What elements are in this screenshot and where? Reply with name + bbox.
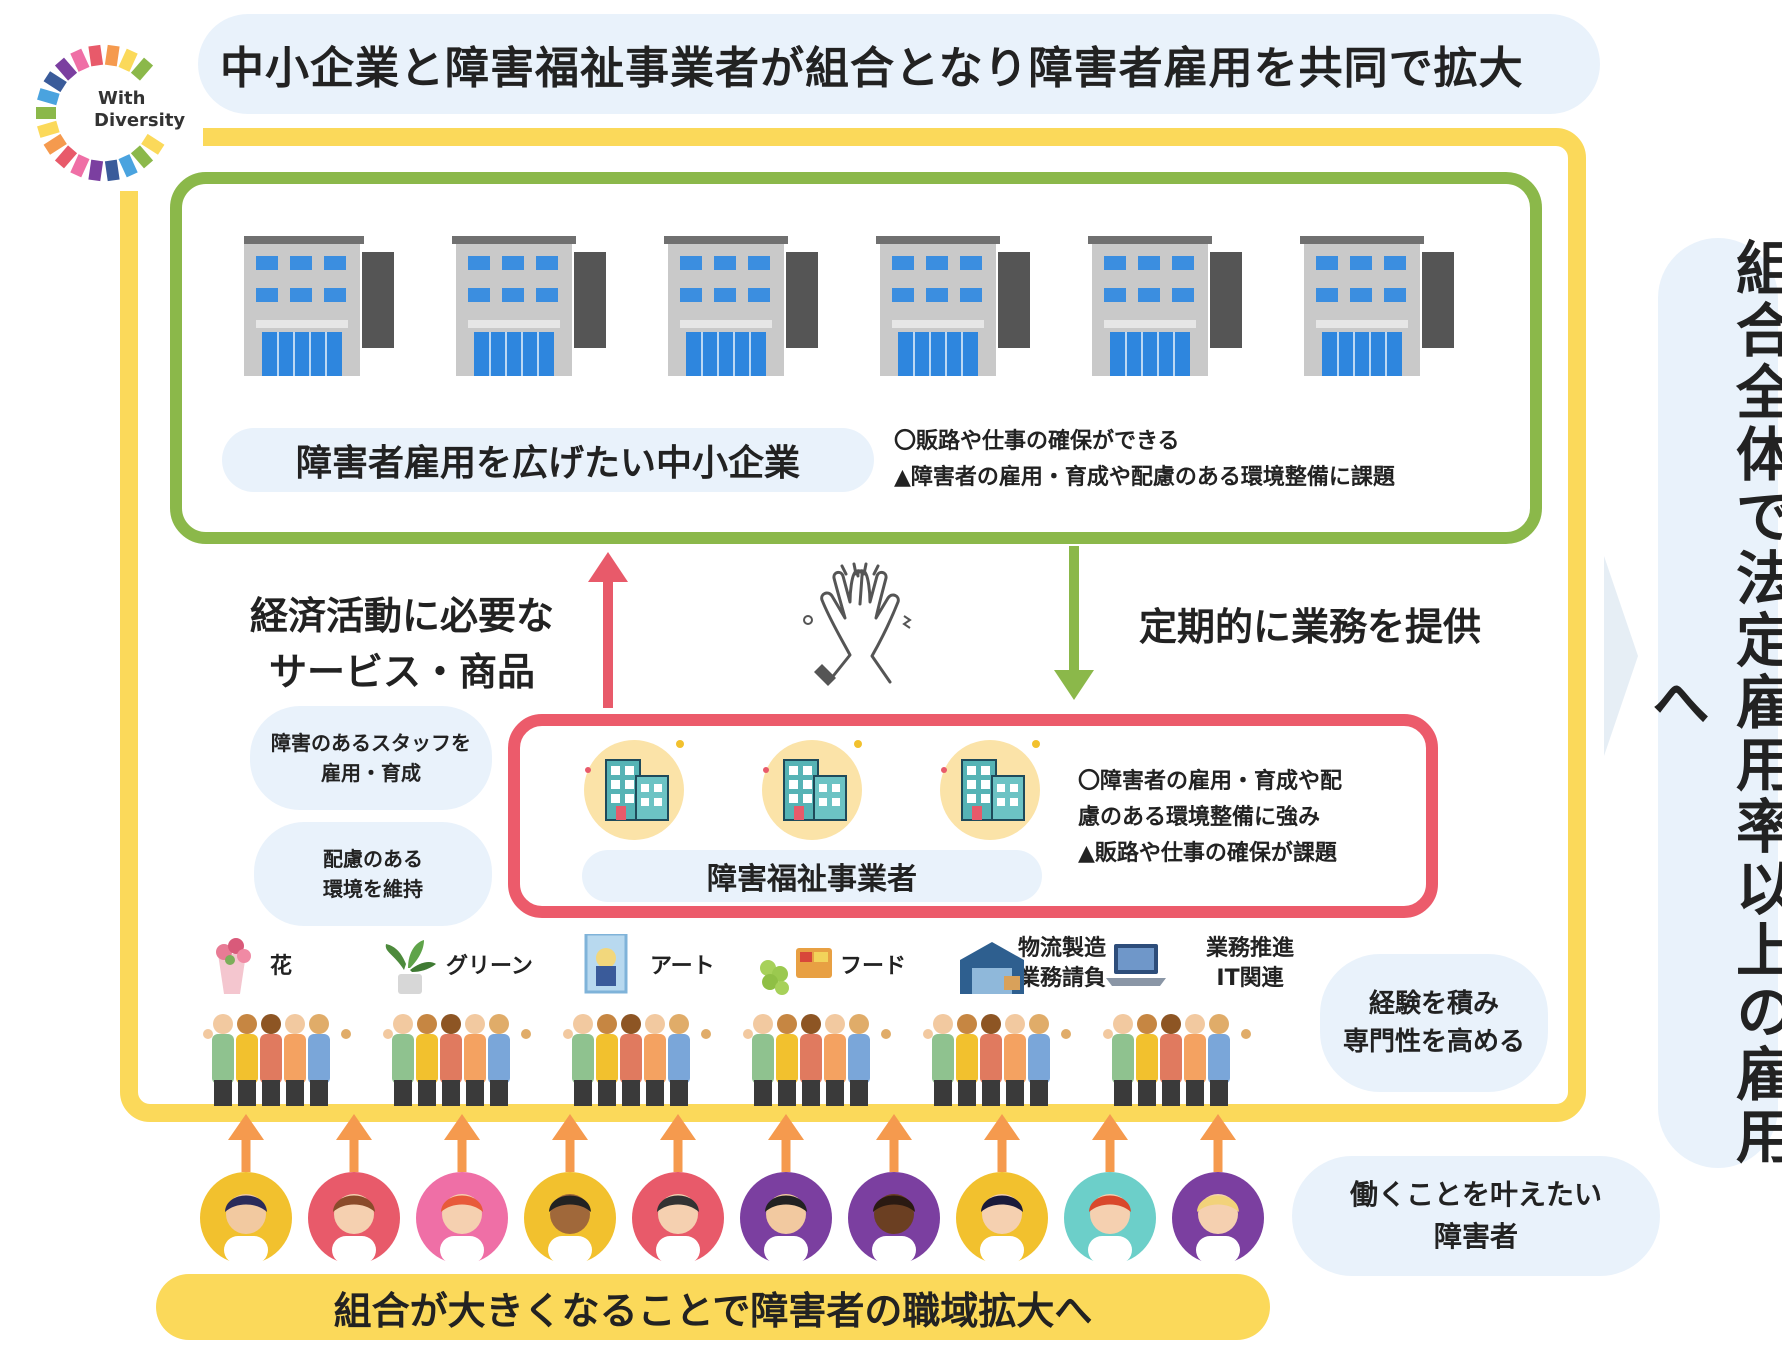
category-art: アート — [650, 954, 715, 979]
welfare-notes: 〇障害者の雇用・育成や配 慮のある環境整備に強み ▲販路や仕事の確保が課題 — [1078, 764, 1418, 872]
laptop-icon — [1106, 944, 1166, 986]
workers-line1: 働くことを叶えたい — [1349, 1178, 1602, 1211]
staff-group-icon — [743, 1014, 891, 1106]
staff-group-icon — [383, 1014, 531, 1106]
logo-segment — [43, 133, 67, 155]
worker-avatar — [416, 1114, 508, 1264]
worker-avatar — [524, 1114, 616, 1264]
services-line2: サービス・商品 — [268, 650, 535, 694]
logo-segment — [130, 57, 154, 81]
logo-segment — [36, 107, 56, 119]
logo-segment — [37, 88, 60, 106]
side-pill-environment: 配慮のある 環境を維持 — [254, 822, 492, 926]
welfare-note-3: ▲販路や仕事の確保が課題 — [1078, 841, 1337, 866]
logo-segment — [130, 145, 154, 169]
worker-avatar — [200, 1114, 292, 1264]
office-building-icon — [240, 236, 394, 376]
sme-notes: 〇販路や仕事の確保ができる ▲障害者の雇用・育成や配慮のある環境整備に課題 — [894, 424, 1534, 496]
workers-pill: 働くことを叶えたい 障害者 — [1292, 1156, 1660, 1276]
logo-segment — [141, 133, 165, 155]
category-flower: 花 — [270, 954, 293, 979]
office-building-icon — [664, 236, 818, 376]
art-frame-icon — [584, 934, 628, 994]
logo-segment — [118, 48, 138, 72]
worker-avatar — [848, 1114, 940, 1264]
welfare-note-1: 〇障害者の雇用・育成や配 — [1078, 769, 1343, 794]
side-pill-employ-line2: 雇用・育成 — [321, 761, 421, 785]
food-icon — [760, 948, 832, 995]
worker-avatar — [308, 1114, 400, 1264]
logo-segment — [88, 159, 104, 182]
logo-text-with: With — [98, 88, 146, 109]
logo-ring-icon — [36, 44, 165, 182]
logo-segment — [118, 154, 138, 178]
logo-segment — [43, 71, 67, 93]
logo-segment — [104, 44, 120, 67]
office-building-icon — [1300, 236, 1454, 376]
logo-segment — [54, 145, 78, 169]
side-pill-employ-staff: 障害のあるスタッフを 雇用・育成 — [250, 706, 492, 810]
with-diversity-logo: With Diversity — [34, 38, 204, 188]
up-arrow-icon — [588, 552, 628, 708]
logo-segment — [37, 120, 60, 138]
welfare-label: 障害福祉事業者 — [582, 850, 1042, 902]
category-food: フード — [840, 954, 907, 979]
sme-note-issue: ▲障害者の雇用・育成や配慮のある環境整備に課題 — [894, 465, 1395, 490]
workers-line2: 障害者 — [1433, 1220, 1518, 1253]
experience-line1: 経験を積み — [1368, 989, 1499, 1019]
office-building-icon — [1088, 236, 1242, 376]
disabled-workers-avatars — [200, 1114, 1264, 1264]
category-logistics: 物流製造 業務請負 — [1018, 936, 1107, 991]
worker-avatar — [740, 1114, 832, 1264]
logo-text-diversity: Diversity — [94, 110, 186, 131]
logo-segment — [70, 48, 90, 72]
staff-group-icons — [203, 1014, 1251, 1106]
high-five-icon — [803, 562, 912, 686]
office-building-icon — [452, 236, 606, 376]
side-pill-employ-line1: 障害のあるスタッフを — [271, 731, 471, 755]
services-products-text: 経済活動に必要な サービス・商品 — [232, 588, 572, 700]
services-line1: 経済活動に必要な — [249, 594, 554, 638]
union-frame — [120, 128, 1586, 1122]
staff-group-icon — [923, 1014, 1071, 1106]
welfare-facility-icon — [940, 740, 1040, 840]
potted-plant-icon — [385, 940, 436, 994]
welfare-facility-icon — [584, 740, 684, 840]
side-pill-env-line1: 配慮のある — [323, 847, 423, 871]
logo-segment — [54, 57, 78, 81]
category-it: 業務推進 IT関連 — [1206, 936, 1295, 991]
experience-pill: 経験を積み 専門性を高める — [1320, 954, 1548, 1092]
sme-buildings — [240, 236, 1464, 376]
page-title: 中小企業と障害福祉事業者が組合となり障害者雇用を共同で拡大 — [198, 14, 1600, 114]
side-pill-env-line2: 環境を維持 — [323, 877, 423, 901]
worker-avatar — [1064, 1114, 1156, 1264]
welfare-note-2: 慮のある環境整備に強み — [1078, 805, 1321, 830]
office-building-icon — [876, 236, 1030, 376]
sme-note-strength: 〇販路や仕事の確保ができる — [894, 429, 1180, 454]
staff-group-icon — [563, 1014, 711, 1106]
welfare-facility-icon — [762, 740, 862, 840]
staff-group-icon — [1103, 1014, 1251, 1106]
legal-employment-rate-banner: 組合全体で法定雇用率以上の雇用へ — [1642, 238, 1782, 1168]
worker-avatar — [1172, 1114, 1264, 1264]
worker-avatar — [632, 1114, 724, 1264]
category-green: グリーン — [446, 954, 533, 979]
provide-work-text: 定期的に業務を提供 — [1138, 605, 1481, 649]
office-building-icons — [240, 236, 1454, 376]
warehouse-icon — [960, 942, 1024, 994]
logo-segment — [88, 44, 104, 67]
job-expansion-banner: 組合が大きくなることで障害者の職域拡大へ — [156, 1274, 1270, 1340]
staff-group-icon — [203, 1014, 351, 1106]
logo-segment — [104, 159, 120, 182]
logo-segment — [70, 154, 90, 178]
sme-label: 障害者雇用を広げたい中小企業 — [222, 428, 874, 492]
flower-bouquet-icon — [216, 938, 251, 994]
down-arrow-icon — [1054, 546, 1094, 700]
worker-avatar — [956, 1114, 1048, 1264]
right-chevron-icon — [1604, 556, 1638, 756]
welfare-facility-icons — [584, 740, 1040, 840]
experience-line2: 専門性を高める — [1342, 1027, 1525, 1057]
category-icons — [216, 934, 1166, 995]
